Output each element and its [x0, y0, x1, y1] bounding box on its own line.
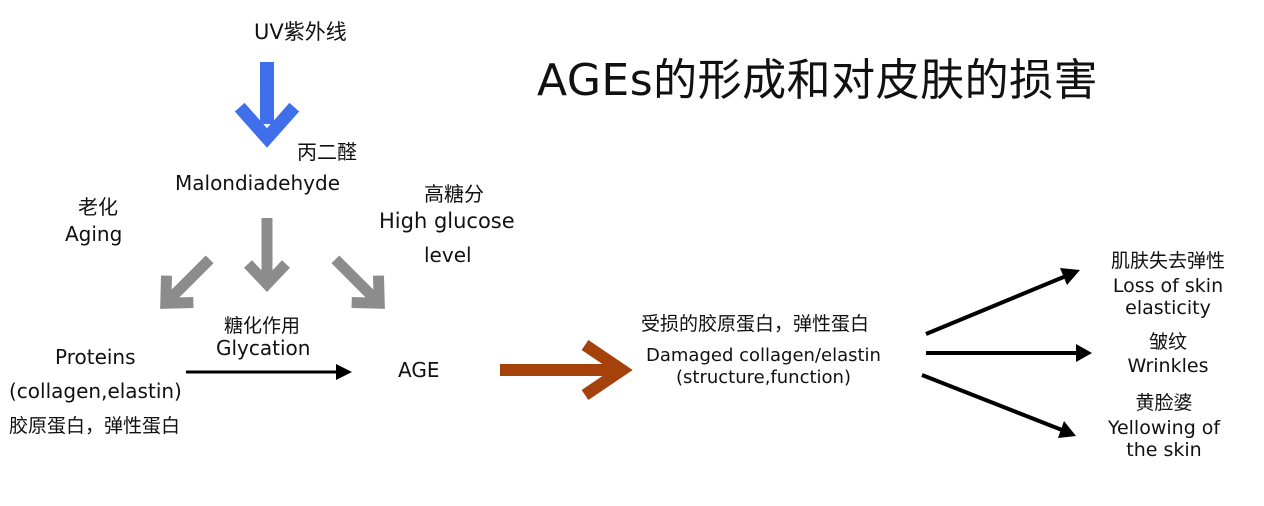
- outcome-elasticity-en-1: Loss of skin: [1112, 275, 1224, 297]
- age-to-damaged-arrow: [500, 340, 633, 400]
- outcome-yellowing-en-2: the skin: [1126, 439, 1202, 461]
- malondialdehyde-cn-label: 丙二醛: [297, 140, 357, 164]
- outcome-wrinkles-cn: 皱纹: [1148, 331, 1187, 353]
- glycation-cn-label: 糖化作用: [224, 315, 301, 337]
- uv-arrow: [234, 62, 300, 148]
- outcome-elasticity-cn: 肌肤失去弹性: [1110, 250, 1225, 272]
- glucose-en-label: High glucose: [379, 209, 515, 233]
- glucose-cn-label: 高糖分: [424, 182, 484, 206]
- uv-label: UV紫外线: [254, 20, 347, 44]
- outcome-arrow-elasticity: [925, 268, 1080, 336]
- aging-arrow: [160, 255, 214, 309]
- outcome-yellowing-en-1: Yellowing of: [1107, 417, 1221, 439]
- malondialdehyde-arrow: [244, 218, 290, 292]
- glucose-arrow: [331, 255, 385, 309]
- damaged-en-label: Damaged collagen/elastin: [646, 345, 881, 366]
- proteins-cn-label: 胶原蛋白，弹性蛋白: [9, 415, 181, 437]
- proteins-en-label: Proteins: [55, 345, 136, 369]
- malondialdehyde-en-label: Malondiadehyde: [175, 171, 340, 195]
- proteins-to-age-arrow: [186, 364, 352, 380]
- outcome-yellowing-cn: 黄脸婆: [1135, 392, 1193, 414]
- aging-en-label: Aging: [65, 222, 123, 246]
- age-label: AGE: [398, 358, 440, 382]
- diagram-title: AGEs的形成和对皮肤的损害: [537, 55, 1099, 106]
- outcome-wrinkles-en: Wrinkles: [1127, 355, 1209, 377]
- proteins-en-label-2: (collagen,elastin): [9, 379, 182, 403]
- outcome-elasticity-en-2: elasticity: [1125, 297, 1211, 319]
- outcome-arrow-wrinkles: [926, 344, 1092, 362]
- aging-cn-label: 老化: [78, 195, 118, 219]
- damaged-cn-label: 受损的胶原蛋白，弹性蛋白: [641, 313, 870, 335]
- glucose-en-label-2: level: [424, 243, 472, 267]
- damaged-en-label-2: (structure,function): [676, 367, 851, 388]
- glycation-en-label: Glycation: [216, 336, 311, 360]
- outcome-arrow-yellowing: [921, 373, 1076, 438]
